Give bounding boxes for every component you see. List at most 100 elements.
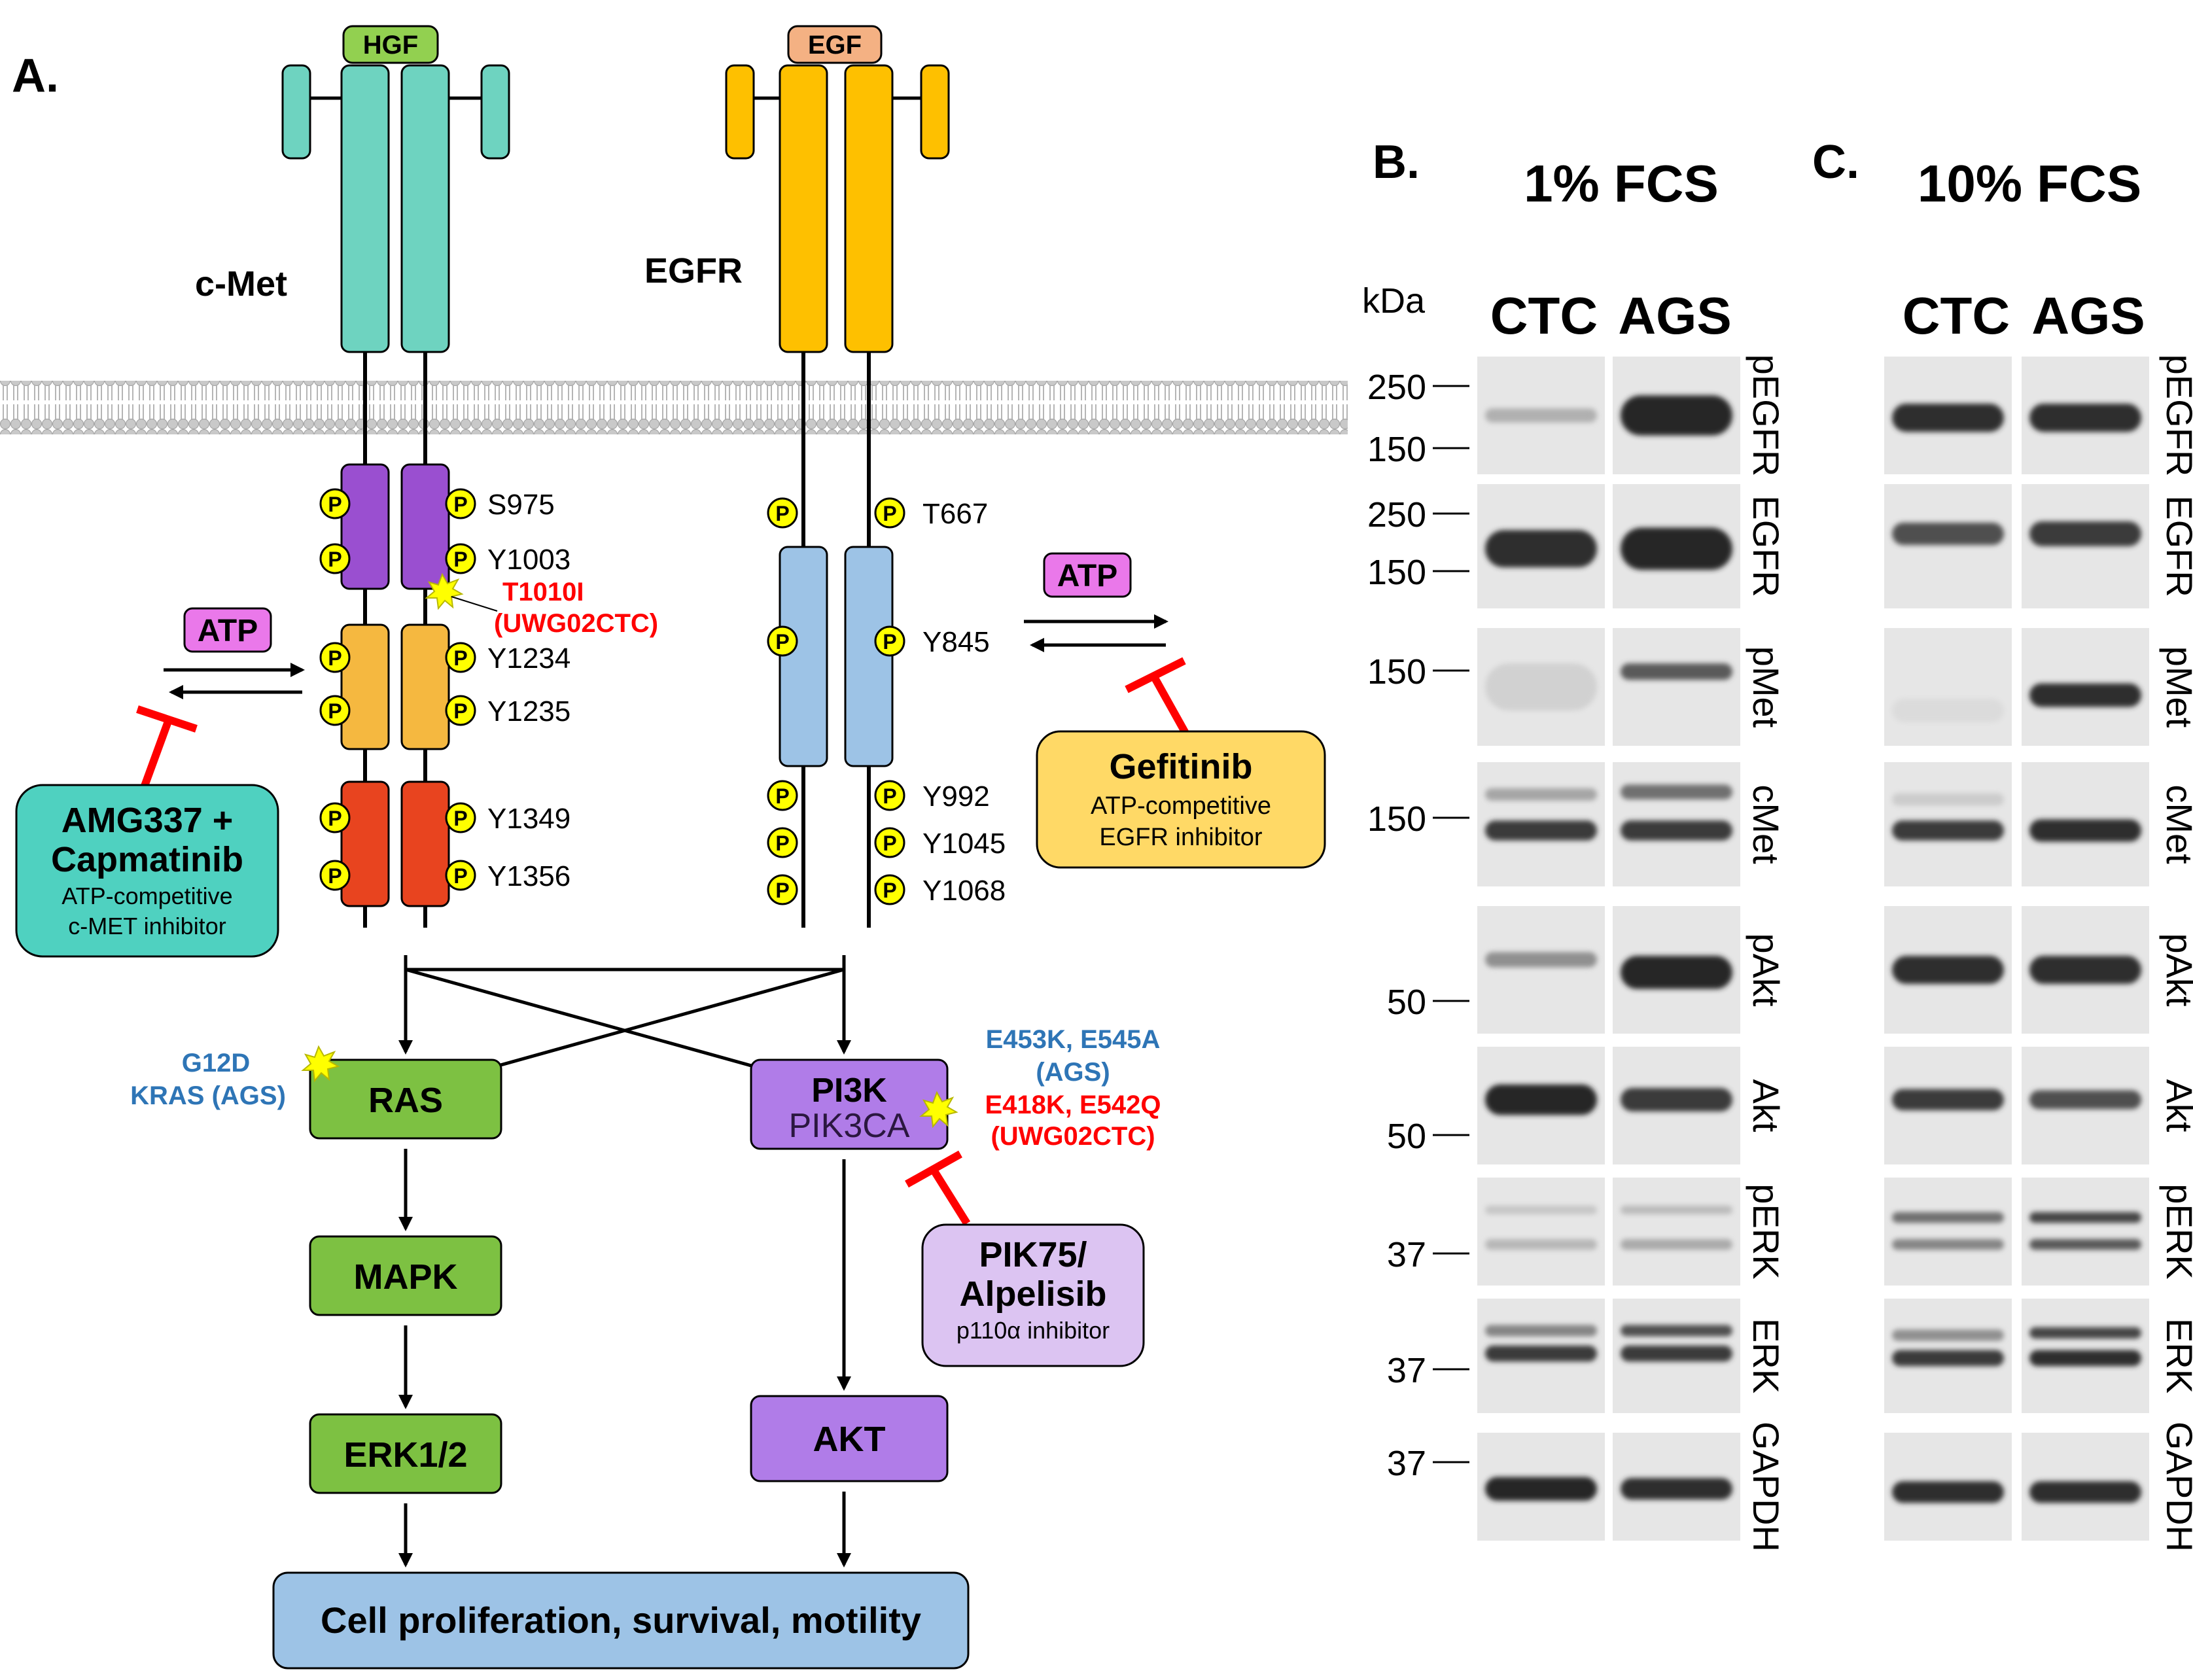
phospho-p-icon: P: [445, 860, 476, 891]
blot-band: [1892, 1481, 2004, 1503]
cmet-site-label: Y1003: [487, 544, 570, 576]
output-node: [272, 1571, 970, 1670]
phospho-p-icon: P: [445, 642, 476, 673]
phospho-p-icon: P: [319, 642, 351, 673]
phospho-p-icon: P: [319, 695, 351, 726]
blot-band: [1485, 663, 1597, 710]
blot-band: [2029, 1481, 2141, 1503]
blot-band: [1892, 793, 2004, 806]
pik3ca-ctc-mutations: E418K, E542Q: [985, 1091, 1161, 1119]
blot-band: [1621, 1239, 1732, 1250]
mw-marker-label: 150: [1367, 430, 1426, 469]
cmet-juxtamembrane-left: [340, 463, 390, 590]
egfr-site-label: Y845: [922, 626, 990, 658]
blot-band: [1621, 395, 1732, 436]
mw-marker-label: 150: [1367, 799, 1426, 839]
blot-lane: [1613, 1178, 1740, 1286]
blot-lane: [2022, 357, 2149, 474]
panel-c-condition: 10% FCS: [1918, 154, 2141, 213]
blot-lane: [1884, 357, 2012, 474]
blot-lane: [1884, 906, 2012, 1034]
blot-lane: [2022, 1178, 2149, 1286]
blot-band: [2029, 683, 2141, 707]
blot-lane: [1613, 484, 1740, 608]
svg-text:P: P: [883, 831, 896, 855]
egfr-label: EGFR: [644, 251, 743, 290]
svg-text:P: P: [453, 807, 467, 830]
phospho-p-icon: P: [874, 827, 905, 858]
pi3k-inhibitor-name-1: PIK75/: [979, 1235, 1087, 1274]
panel-a-label: A.: [12, 50, 59, 102]
pik3ca-label: PIK3CA: [789, 1107, 910, 1145]
mapk-node: [309, 1235, 502, 1316]
cmet-site-label: Y1356: [487, 860, 570, 892]
blot-band: [1485, 788, 1597, 801]
svg-text:P: P: [328, 807, 342, 830]
blot-band: [1621, 1205, 1732, 1215]
mw-marker-label: 37: [1387, 1235, 1426, 1274]
svg-text:P: P: [453, 864, 467, 888]
svg-text:P: P: [453, 699, 467, 723]
phospho-p-icon: P: [767, 827, 798, 858]
egfr-inhibitor-desc-1: ATP-competitive: [1091, 792, 1271, 820]
svg-text:P: P: [453, 548, 467, 571]
blot-band: [1621, 820, 1732, 841]
blot-lane: [2022, 1299, 2149, 1413]
met-inhibition: ATP AMG337 + Capmatinib ATP-competitive …: [15, 607, 305, 958]
panel-b: B. 1% FCS kDa CTC AGS pEGFREGFRpMetcMetp…: [1362, 136, 1787, 1552]
egfr-inhibitor-box: [1036, 730, 1326, 869]
blot-band: [1892, 1239, 2004, 1250]
svg-text:P: P: [883, 879, 896, 902]
pi3k-inhibitor-name-2: Alpelisib: [959, 1274, 1106, 1314]
phospho-p-icon: P: [874, 874, 905, 905]
blot-protein-label: Akt: [2159, 1079, 2193, 1132]
blot-band: [1485, 952, 1597, 968]
blot-lane: [1884, 762, 2012, 886]
egfr-ecd-left: [779, 64, 828, 353]
pi3k-inhibitor-desc: p110α inhibitor: [956, 1317, 1110, 1344]
svg-text:P: P: [775, 879, 789, 902]
svg-text:P: P: [328, 646, 342, 670]
blot-band: [1621, 527, 1732, 570]
blot-band: [2029, 404, 2141, 432]
phospho-p-icon: P: [319, 802, 351, 833]
blot-protein-label: GAPDH: [1746, 1422, 1787, 1552]
blot-band: [1892, 1329, 2004, 1341]
blot-band: [1621, 956, 1732, 989]
egfr-site-label: Y992: [922, 780, 990, 813]
met-inhibitor-name-2: Capmatinib: [51, 840, 243, 879]
hgf-label: HGF: [363, 31, 418, 60]
cmet-sema-domain-right: [480, 64, 510, 160]
egfr-kinase-left: [779, 546, 828, 767]
cmet-mutation-name: T1010I: [502, 578, 584, 606]
cmet-mutation-line: (UWG02CTC): [494, 609, 658, 638]
blot-lane: [1477, 1299, 1605, 1413]
met-inhibitor-desc-2: c-MET inhibitor: [68, 913, 226, 939]
blot-band: [1485, 530, 1597, 568]
atp-badge-met: [183, 607, 272, 653]
cmet-ecd-right: [400, 64, 450, 353]
phospho-p-icon: P: [319, 488, 351, 519]
kras-mutation-name: G12D: [182, 1049, 251, 1077]
cmet-kinase-right: [400, 623, 450, 750]
blot-lane: [1884, 628, 2012, 746]
blot-band: [2029, 819, 2141, 842]
blot-band: [1892, 1212, 2004, 1223]
ras-label: RAS: [368, 1081, 443, 1120]
blot-lane: [1884, 1047, 2012, 1164]
ras-node: [309, 1059, 502, 1140]
blot-lane: [2022, 1433, 2149, 1541]
blot-band: [2029, 956, 2141, 984]
blot-band: [1892, 1350, 2004, 1367]
blot-protein-label: ERK: [1746, 1318, 1787, 1393]
blot-band: [1621, 784, 1732, 799]
phospho-p-icon: P: [874, 497, 905, 529]
blot-band: [1485, 1239, 1597, 1250]
met-inhibitor-name-1: AMG337 +: [61, 801, 234, 840]
blot-lane: [1477, 484, 1605, 608]
cmet-c-tail-left: [340, 780, 390, 907]
